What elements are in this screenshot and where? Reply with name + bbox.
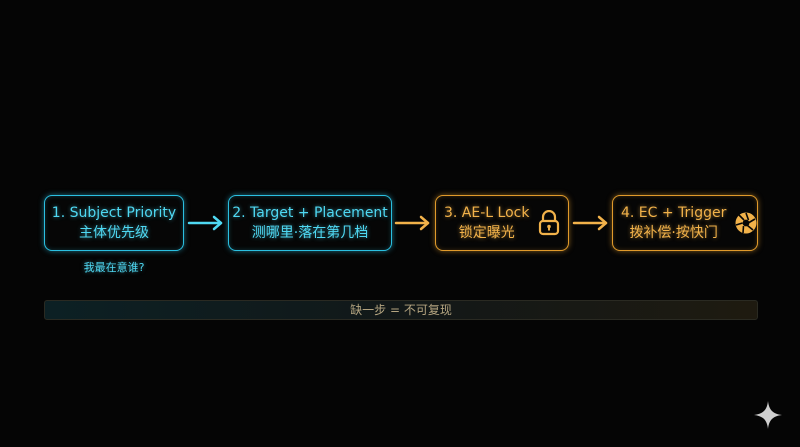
step-subject-priority: 1. Subject Priority 主体优先级 (44, 195, 184, 251)
arrow-right-icon (187, 215, 223, 231)
footer-note: 缺一步 = 不可复现 (44, 300, 758, 320)
sparkle-icon (754, 401, 782, 429)
padlock-icon (537, 210, 561, 236)
step-title: 3. AE-L Lock (444, 205, 530, 221)
step-subtitle: 主体优先级 (78, 225, 149, 241)
arrow-right-icon (394, 215, 430, 231)
step-ec-trigger: 4. EC + Trigger 拨补偿·按快门 (612, 195, 758, 251)
arrow-right-icon (572, 215, 608, 231)
step-ae-lock: 3. AE-L Lock 锁定曝光 (435, 195, 569, 251)
step-caption: 我最在意谁? (83, 261, 145, 274)
step-title: 2. Target + Placement (232, 205, 388, 221)
step-title: 4. EC + Trigger (621, 205, 727, 221)
step-subtitle: 锁定曝光 (458, 225, 515, 241)
step-title: 1. Subject Priority (51, 205, 177, 221)
step-target-placement: 2. Target + Placement 测哪里·落在第几档 (228, 195, 392, 251)
aperture-icon (734, 211, 758, 235)
step-subtitle: 测哪里·落在第几档 (251, 225, 369, 241)
step-subtitle: 拨补偿·按快门 (629, 225, 718, 241)
